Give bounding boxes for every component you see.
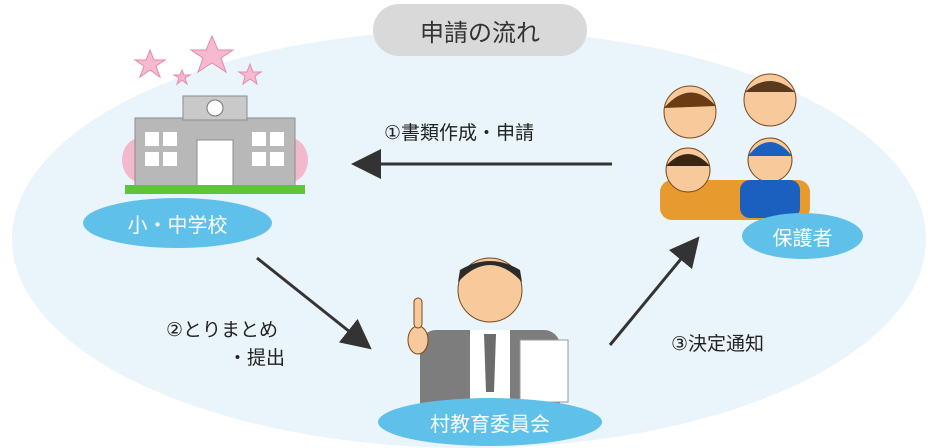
diagram-title: 申請の流れ — [373, 4, 587, 56]
arrow-school-to-board — [256, 256, 372, 350]
cherry-blossom-icon — [133, 34, 263, 86]
node-school: 小・中学校 — [83, 198, 272, 248]
node-board: 村教育委員会 — [378, 398, 602, 446]
family-icon — [660, 73, 810, 220]
step2-label-line1: ②とりまとめ — [166, 319, 279, 341]
arrow-board-to-parents — [608, 236, 700, 346]
step1-label: ①書類作成・申請 — [384, 122, 535, 144]
node-parents: 保護者 — [742, 213, 863, 259]
step3-label: ③決定通知 — [671, 333, 765, 355]
step2-label-line2: ・提出 — [228, 347, 286, 369]
school-building-icon — [122, 95, 308, 194]
